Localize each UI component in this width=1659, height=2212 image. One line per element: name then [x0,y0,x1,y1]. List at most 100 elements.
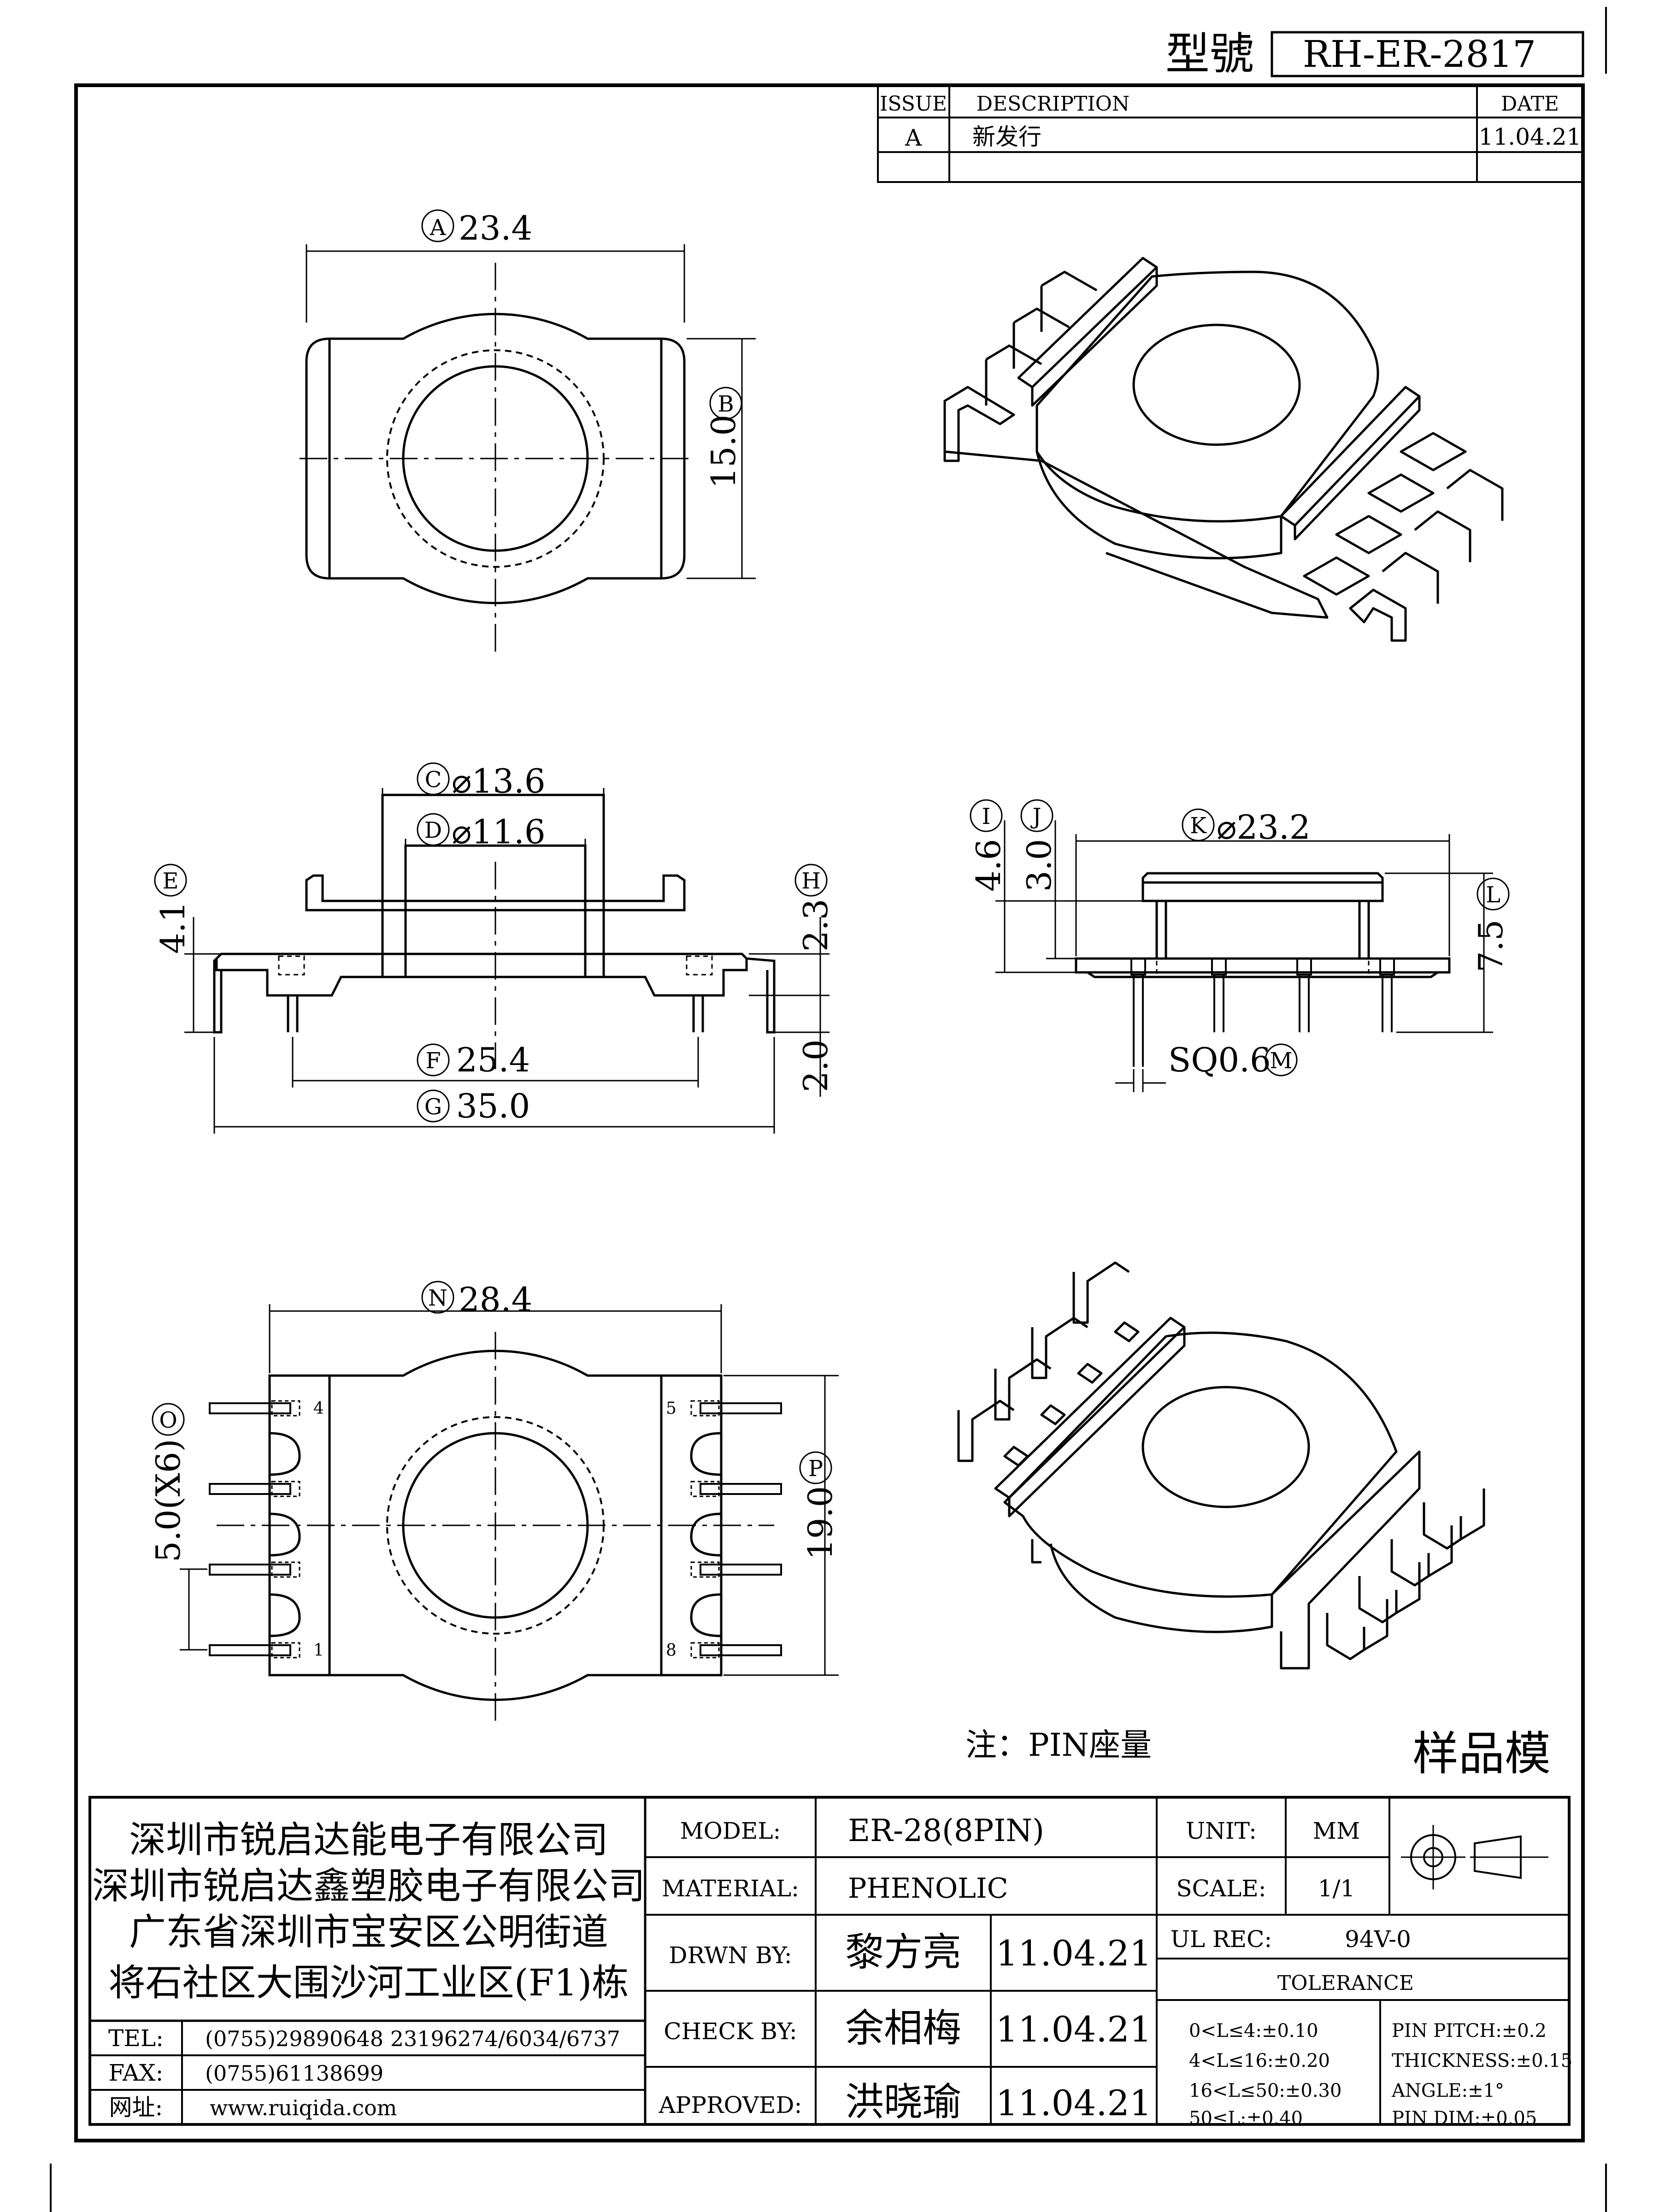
svg-text:E: E [162,868,178,894]
svg-text:L: L [1486,882,1500,908]
dim-E [154,864,286,1033]
dim-J [1020,799,1157,959]
approved-by: 洪晓瑜 [845,2079,961,2124]
dim-K [1075,808,1450,956]
dim-A [306,209,685,323]
dim-P [724,1375,839,1676]
svg-text:O: O [159,1407,177,1433]
model-field-label: MODEL: [680,1818,781,1844]
tolerance-left-3: 16<L≤50:±0.30 [1189,2080,1341,2101]
drawn-label: DRWN BY: [669,1942,792,1969]
svg-text:B: B [718,391,734,417]
pin-number-4: 4 [313,1399,324,1418]
dim-F [292,1037,699,1088]
dim-P-value: 19.0 [801,1486,840,1560]
dim-O [152,1403,207,1651]
rev-header-description: DESCRIPTION [977,92,1130,116]
ul-value: 94V-0 [1345,1926,1411,1953]
unit-value: MM [1313,1818,1360,1844]
front-view: C ⌀13.6 D ⌀11.6 E 4.1 F 25.4 [153,762,835,1134]
material-field-value: PHENOLIC [848,1872,1008,1905]
web-value: www.ruiqida.com [210,2095,397,2120]
svg-text:A: A [429,215,447,241]
svg-text:M: M [1270,1048,1292,1074]
ul-label: UL REC: [1171,1926,1272,1953]
sheet-border [50,7,1607,2212]
dim-C [382,762,605,811]
revision-table: ISSUE DESCRIPTION DATE A 新发行 11.04.21 [877,84,1584,183]
rev-issue: A [905,124,922,151]
web-label: 网址: [109,2094,163,2121]
pin-number-8: 8 [666,1641,677,1660]
dim-D-value: ⌀11.6 [452,812,546,851]
rev-date: 11.04.21 [1479,124,1582,150]
side-pins [1130,958,1395,1067]
dim-F-value: 25.4 [456,1041,530,1079]
dim-K-value: ⌀23.2 [1217,808,1311,847]
dim-J-value: 3.0 [1020,839,1059,892]
tolerance-left-2: 4<L≤16:±0.20 [1189,2050,1330,2071]
tolerance-left-1: 0<L≤4:±0.10 [1189,2020,1318,2041]
drawn-by: 黎方亮 [845,1930,961,1975]
dim-D [405,813,586,857]
svg-text:I: I [982,804,991,830]
dim-I-value: 4.6 [969,839,1008,892]
svg-text:J: J [1030,804,1041,830]
dim-L-value: 7.5 [1471,919,1510,972]
dim-B-value: 15.0 [704,415,743,488]
dim-M [1115,1043,1298,1092]
svg-text:D: D [424,818,442,843]
top-view: A 23.4 B 15.0 [300,209,756,657]
side-view: I 4.6 J 3.0 K ⌀23.2 L 7.5 [969,799,1510,1092]
approved-date: 11.04.21 [996,2083,1152,2124]
company-line-2: 深圳市锐启达鑫塑胶电子有限公司 [92,1865,645,1907]
dim-H-value: 2.3 [796,899,835,952]
title-block: 深圳市锐启达能电子有限公司 深圳市锐启达鑫塑胶电子有限公司 广东省深圳市宝安区公… [88,1796,1572,2129]
model-label: 型號 [1165,28,1254,80]
svg-text:F: F [425,1048,441,1074]
fax-label: FAX: [109,2059,164,2086]
bottom-view: 4 5 1 8 N 28.4 O 5.0(X6) P 19.0 [149,1280,840,1724]
tolerance-left-4: 50≤L:±0.40 [1189,2108,1303,2129]
tolerance-label: TOLERANCE [1277,1971,1414,1995]
check-label: CHECK BY: [664,2018,797,2045]
unit-label: UNIT: [1186,1818,1257,1844]
tolerance-right-3: ANGLE:±1° [1391,2080,1504,2101]
dim-N [269,1281,722,1373]
dim-H [749,864,830,1097]
scale-label: SCALE: [1176,1875,1266,1902]
model-number: RH-ER-2817 [1303,33,1536,76]
pin-note: 注：PIN座量 [965,1727,1152,1764]
pin-number-5: 5 [666,1399,677,1418]
dim-E-value: 4.1 [153,901,192,954]
fax-value: (0755)61138699 [205,2061,383,2086]
dim-B [687,338,756,579]
dim-L [1385,872,1510,1033]
company-line-4: 将石社区大围沙河工业区(F1)栋 [109,1961,629,2004]
svg-text:N: N [428,1285,447,1311]
svg-text:G: G [424,1094,442,1120]
svg-text:C: C [425,767,442,793]
check-by: 余相梅 [845,2006,961,2051]
tel-value: (0755)29890648 23196274/6034/6737 [205,2026,620,2051]
header: 型號 RH-ER-2817 [1165,28,1584,80]
check-date: 11.04.21 [996,2009,1152,2050]
dim-G-value: 35.0 [456,1087,530,1125]
projection-symbol [1401,1825,1548,1889]
iso-view-top [943,257,1504,642]
sample-note: 样品模 [1412,1727,1551,1781]
rev-header-date: DATE [1501,92,1559,116]
bottom-pins [209,1402,782,1656]
tolerance-right-2: THICKNESS:±0.15 [1392,2050,1572,2071]
approved-label: APPROVED: [659,2092,802,2118]
iso-view-bottom [957,1261,1485,1670]
model-field-value: ER-28(8PIN) [848,1813,1044,1848]
drawn-date: 11.04.21 [996,1933,1152,1974]
material-field-label: MATERIAL: [662,1875,799,1902]
svg-text:K: K [1190,813,1207,839]
dim-N-value: 28.4 [459,1280,532,1319]
tel-label: TEL: [108,2025,164,2052]
svg-text:P: P [808,1456,823,1482]
svg-text:H: H [801,868,821,894]
